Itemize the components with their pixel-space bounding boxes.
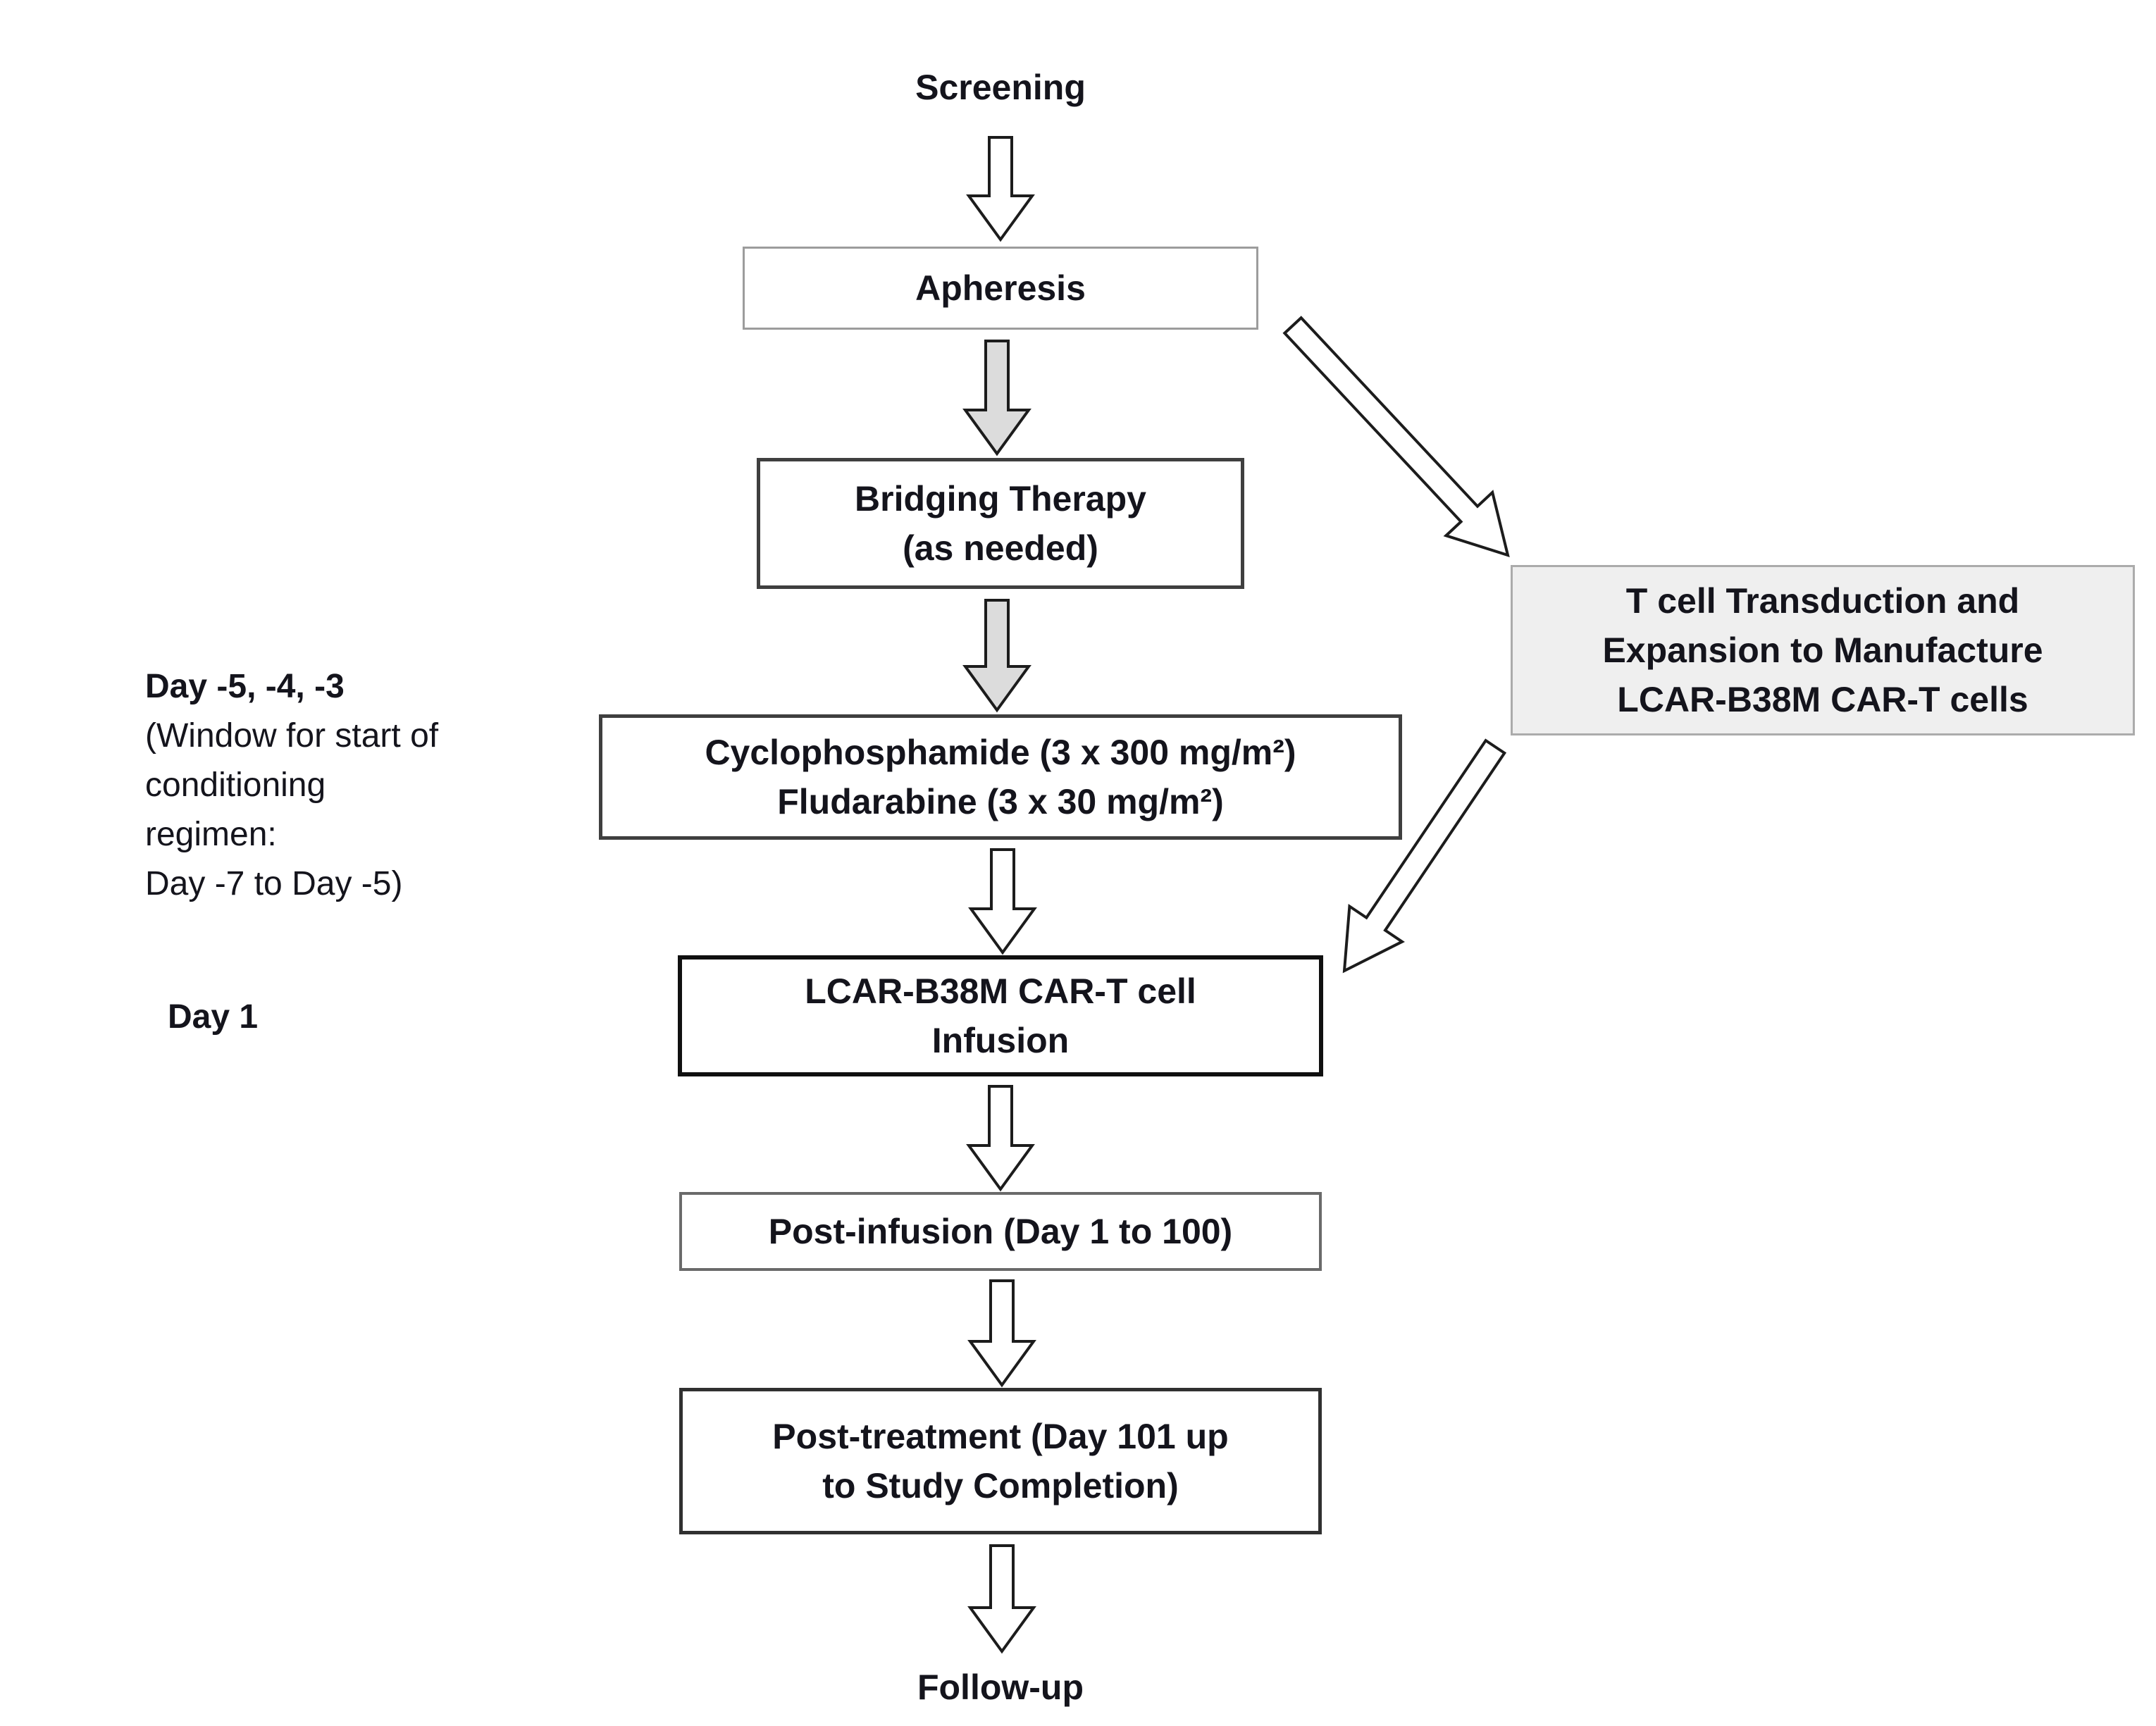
post-treatment-line2: to Study Completion) bbox=[822, 1466, 1179, 1505]
arrow-bridging-to-conditioning bbox=[962, 599, 1031, 713]
apheresis-box-text: Apheresis bbox=[915, 268, 1086, 308]
post-infusion-text: Post-infusion (Day 1 to 100) bbox=[768, 1212, 1233, 1251]
t-cell-manufacture-line3: LCAR-B38M CAR-T cells bbox=[1617, 680, 2028, 719]
arrow-screening-to-apheresis bbox=[966, 136, 1035, 242]
post-treatment-line1: Post-treatment (Day 101 up bbox=[772, 1417, 1229, 1456]
bridging-therapy-line1: Bridging Therapy bbox=[855, 479, 1146, 519]
screening-label: Screening bbox=[915, 68, 1086, 107]
conditioning-regimen-box: Cyclophosphamide (3 x 300 mg/m²) Fludara… bbox=[599, 714, 1402, 840]
arrow-posttreatment-to-followup bbox=[967, 1544, 1036, 1654]
conditioning-window-line3: conditioning bbox=[145, 766, 326, 804]
car-t-infusion-box: LCAR-B38M CAR-T cell Infusion bbox=[678, 955, 1323, 1076]
conditioning-window-annotation: Day -5, -4, -3 (Window for start of cond… bbox=[145, 662, 438, 909]
t-cell-manufacture-box: T cell Transduction and Expansion to Man… bbox=[1511, 565, 2135, 735]
post-infusion-box: Post-infusion (Day 1 to 100) bbox=[679, 1192, 1322, 1271]
bridging-therapy-line2: (as needed) bbox=[903, 528, 1098, 568]
arrow-apheresis-to-tcell bbox=[1282, 316, 1510, 557]
arrow-postinfusion-to-posttreatment bbox=[967, 1279, 1036, 1388]
t-cell-manufacture-line2: Expansion to Manufacture bbox=[1602, 631, 2043, 670]
conditioning-line2: Fludarabine (3 x 30 mg/m²) bbox=[777, 782, 1224, 821]
car-t-infusion-line2: Infusion bbox=[931, 1021, 1070, 1060]
conditioning-line1: Cyclophosphamide (3 x 300 mg/m²) bbox=[705, 733, 1296, 772]
conditioning-window-line5: Day -7 to Day -5) bbox=[145, 865, 403, 902]
bridging-therapy-box: Bridging Therapy (as needed) bbox=[757, 458, 1244, 589]
arrow-infusion-to-postinfusion bbox=[966, 1085, 1035, 1192]
conditioning-window-line4: regimen: bbox=[145, 816, 277, 853]
post-treatment-box: Post-treatment (Day 101 up to Study Comp… bbox=[679, 1388, 1322, 1534]
conditioning-window-line1: Day -5, -4, -3 bbox=[145, 668, 345, 705]
conditioning-window-line2: (Window for start of bbox=[145, 717, 439, 755]
t-cell-manufacture-line1: T cell Transduction and bbox=[1625, 581, 2020, 621]
car-t-infusion-line1: LCAR-B38M CAR-T cell bbox=[805, 971, 1196, 1011]
arrow-tcell-to-infusion bbox=[1342, 738, 1507, 974]
day1-annotation: Day 1 bbox=[168, 998, 259, 1036]
follow-up-label: Follow-up bbox=[917, 1668, 1084, 1707]
apheresis-box: Apheresis bbox=[743, 247, 1258, 330]
arrow-apheresis-to-bridging bbox=[962, 340, 1031, 457]
arrow-conditioning-to-infusion bbox=[968, 848, 1037, 955]
